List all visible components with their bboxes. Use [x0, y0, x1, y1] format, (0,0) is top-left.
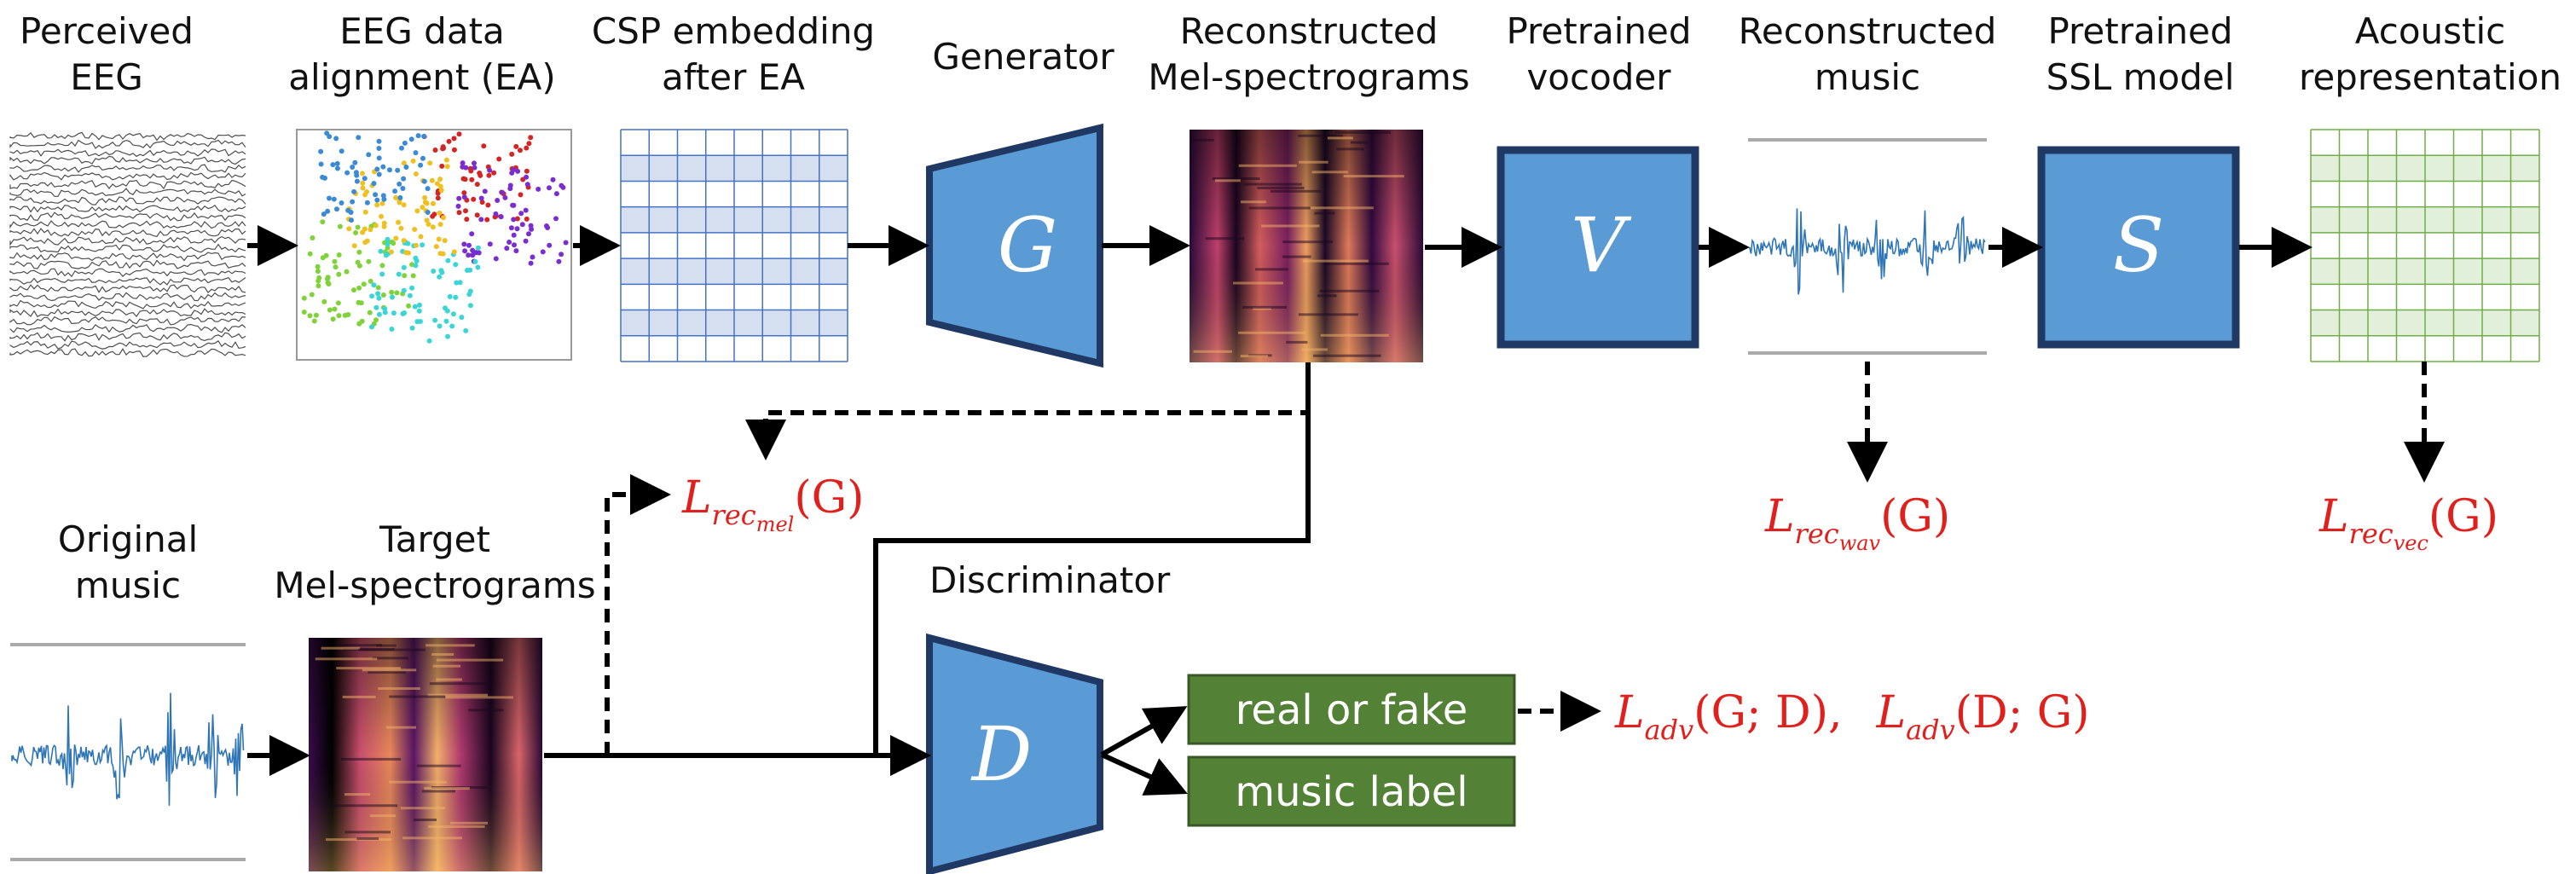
real-or-fake-label: real or fake	[1236, 686, 1468, 734]
reconstructed-waveform-image	[1748, 138, 1987, 355]
eeg-traces-image	[9, 131, 246, 357]
dashed-loss-arrows	[605, 362, 2445, 755]
discriminator-block: D	[926, 633, 1103, 874]
reconstructed-mel-spectrogram-image	[1190, 130, 1423, 362]
ssl-model-block: S	[2037, 146, 2240, 349]
loss-rec-mel: Lrecmel(G)	[682, 472, 865, 536]
top-row-arrows	[247, 225, 2313, 268]
vocoder-block: V	[1496, 146, 1699, 349]
acoustic-representation-grid	[2310, 129, 2540, 362]
real-or-fake-box: real or fake	[1187, 674, 1516, 745]
music-label-box: music label	[1187, 755, 1516, 827]
loss-rec-vec: Lrecvec(G)	[2319, 491, 2499, 555]
generator-block: G	[926, 123, 1103, 368]
loss-rec-wav: Lrecwav(G)	[1765, 491, 1951, 555]
original-waveform-image	[10, 643, 246, 861]
ea-scatter-plot	[296, 129, 572, 361]
generator-symbol: G	[998, 201, 1057, 289]
target-mel-spectrogram-image	[309, 638, 542, 871]
vocoder-symbol: V	[1571, 201, 1632, 289]
csp-embedding-grid	[620, 129, 848, 362]
label-generator: Generator	[932, 36, 1114, 78]
discriminator-symbol: D	[970, 710, 1033, 798]
label-discriminator: Discriminator	[929, 559, 1171, 601]
music-label-text: music label	[1235, 768, 1467, 816]
loss-adversarial: Ladv(G; D),Ladv(D; G)	[1615, 687, 2090, 746]
ssl-symbol: S	[2113, 201, 2164, 289]
